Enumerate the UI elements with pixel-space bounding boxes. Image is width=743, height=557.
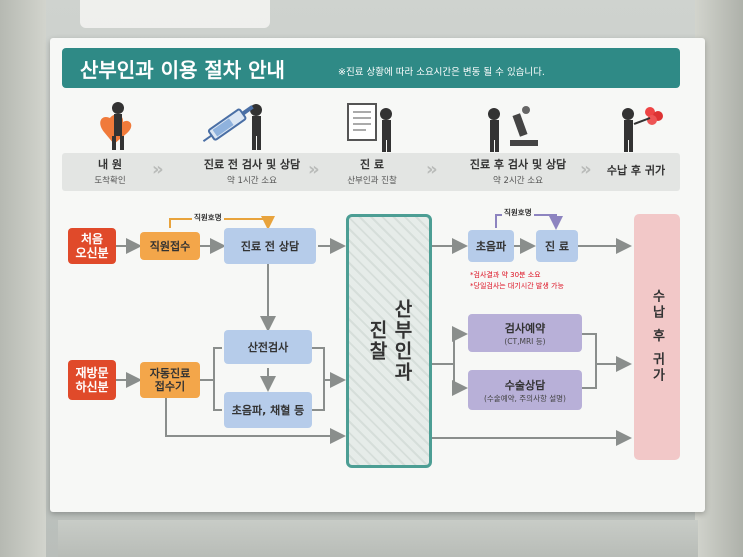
step-label: 진료 후 검사 및 상담 (469, 158, 567, 171)
staff-call-tag: 직원호명 (502, 207, 534, 218)
test-booking-box: 검사예약 (CT,MRI 등) (468, 314, 582, 352)
chevron-right-icon: » (580, 159, 592, 180)
window-frame (58, 520, 698, 557)
staff-reception-box: 직원접수 (140, 232, 200, 260)
left-wall (0, 0, 46, 557)
staff-call-tag: 직원호명 (192, 212, 224, 223)
step-sub: 약 2시간 소요 (493, 176, 543, 186)
step-sub: 도착확인 (94, 176, 126, 186)
document-person-icon (347, 103, 392, 152)
flower-person-icon (622, 107, 663, 152)
pre-consult-box: 진료 전 상담 (224, 228, 316, 264)
ceiling-light (80, 0, 270, 28)
step-sub: 약 1시간 소요 (227, 176, 277, 186)
chevron-right-icon: » (308, 159, 320, 180)
pay-home-label: 수납 후 귀가 (649, 289, 665, 385)
pay-home-box: 수납 후 귀가 (634, 214, 680, 460)
surgery-consult-label: 수술상담 (504, 378, 546, 392)
result-time-note: *검사결과 약 30분 소요 (470, 271, 541, 279)
center-exam-box: 산부인과 진찰 (346, 214, 432, 468)
self-reception-box: 자동진료 접수기 (140, 362, 200, 398)
step-sub: 산부인과 진찰 (347, 176, 397, 186)
surgery-consult-sub: (수술예약, 주의사항 설명) (483, 393, 566, 403)
treatment-box: 진 료 (536, 230, 578, 262)
ultrasound-box: 초음파 (468, 230, 514, 262)
board-note: ※진료 상황에 따라 소요시간은 변동 될 수 있습니다. (338, 67, 545, 78)
test-booking-sub: (CT,MRI 등) (504, 336, 546, 346)
surgery-consult-box: 수술상담 (수술예약, 주의사항 설명) (468, 370, 582, 410)
return-visit-box: 재방문 하신분 (68, 360, 116, 400)
chevron-right-icon: » (426, 159, 438, 180)
syringe-person-icon (202, 104, 262, 150)
title-banner (62, 48, 680, 88)
prenatal-test-box: 산전검사 (224, 330, 312, 364)
test-booking-label: 검사예약 (504, 321, 546, 335)
guide-board: 산부인과 이용 절차 안내 ※진료 상황에 따라 소요시간은 변동 될 수 있습… (50, 38, 705, 512)
step-label: 진료 전 검사 및 상담 (203, 158, 301, 171)
microscope-person-icon (488, 106, 538, 152)
center-exam-label: 산부인과 진찰 (366, 299, 413, 383)
ultrasound-blood-box: 초음파, 채혈 등 (224, 392, 312, 428)
step-bar (62, 153, 680, 191)
board-title: 산부인과 이용 절차 안내 (80, 58, 285, 82)
heart-person-icon (100, 102, 132, 150)
chevron-right-icon: » (152, 159, 164, 180)
step-label: 내 원 (97, 158, 123, 171)
same-day-note: *당일검사는 대기시간 발생 가능 (470, 282, 564, 290)
step-label: 수납 후 귀가 (606, 164, 666, 177)
first-visit-box: 처음 오신분 (68, 228, 116, 264)
step-label: 진 료 (359, 158, 385, 171)
